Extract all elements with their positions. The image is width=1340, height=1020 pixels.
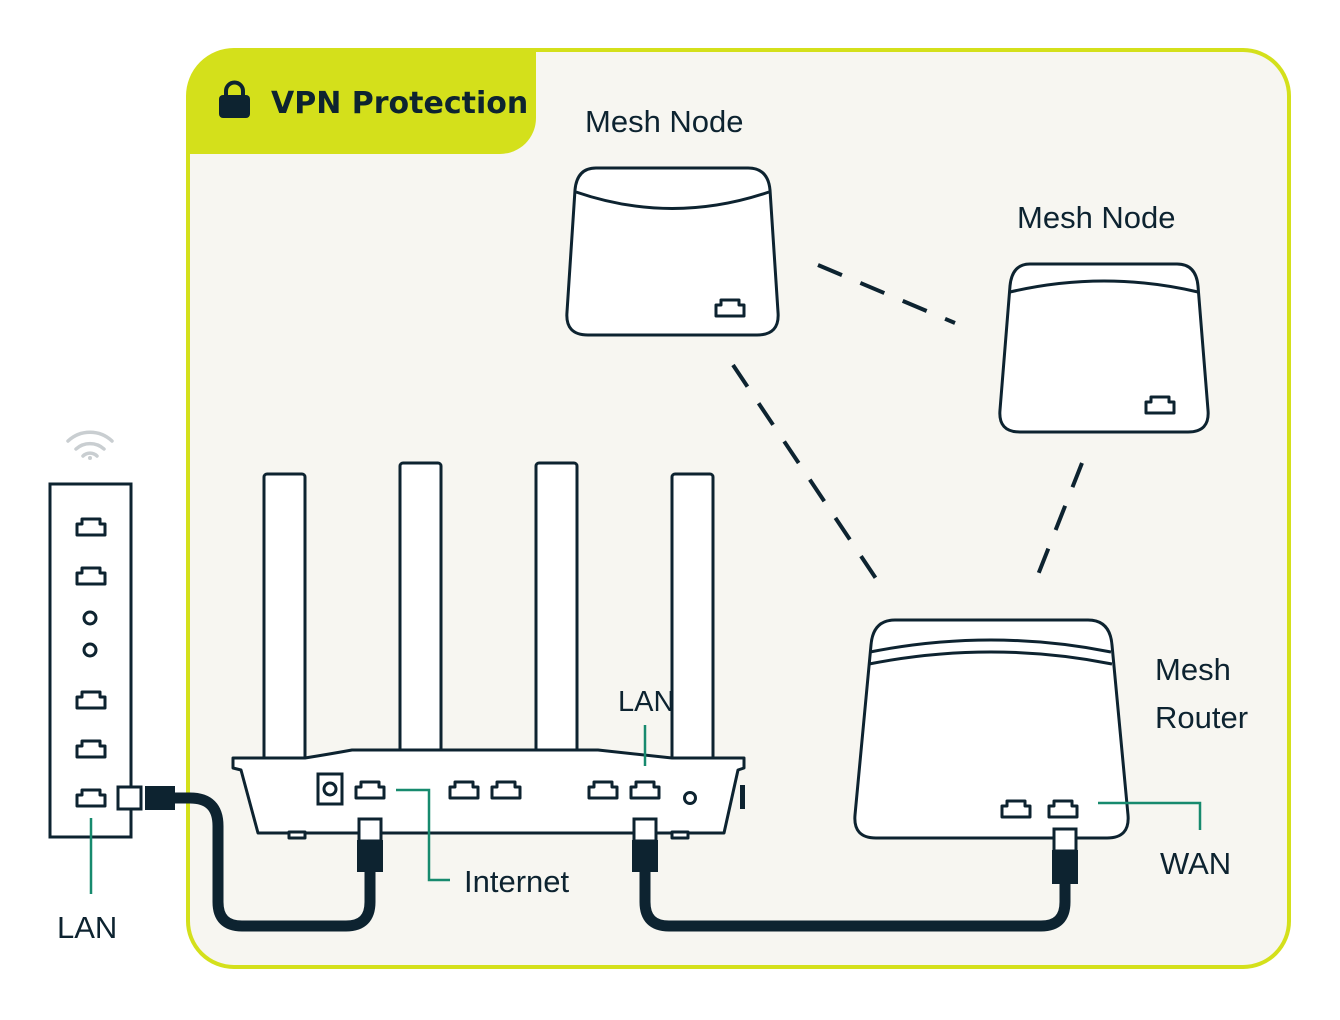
internet-port bbox=[354, 780, 386, 800]
ethernet-port bbox=[587, 780, 619, 800]
ethernet-port bbox=[490, 780, 522, 800]
mesh-router-label-line1: Mesh bbox=[1155, 652, 1231, 687]
ethernet-port bbox=[75, 517, 107, 537]
modem-lan-port bbox=[75, 788, 107, 808]
ethernet-port bbox=[1144, 395, 1176, 415]
cable-plug bbox=[357, 840, 383, 872]
cable-plug bbox=[1052, 850, 1078, 884]
mesh-router-lan-port bbox=[1000, 799, 1032, 819]
router-lan-port bbox=[629, 780, 661, 800]
cable-connector bbox=[357, 817, 383, 843]
router-lan-label: LAN bbox=[618, 686, 674, 718]
antenna bbox=[398, 461, 443, 777]
vpn-header-tab bbox=[188, 50, 536, 154]
wan-label: WAN bbox=[1160, 846, 1231, 881]
wifi-router bbox=[231, 461, 746, 840]
mesh-router-wan-port bbox=[1047, 799, 1079, 819]
modem bbox=[48, 482, 133, 839]
mesh-node-right bbox=[998, 262, 1210, 434]
lock-icon bbox=[219, 80, 250, 118]
vpn-title: VPN Protection bbox=[271, 86, 528, 121]
power-jack bbox=[316, 772, 344, 806]
mesh-router bbox=[853, 618, 1130, 840]
antenna bbox=[534, 461, 579, 777]
ethernet-port bbox=[75, 566, 107, 586]
cable-plug bbox=[145, 786, 175, 810]
mesh-node-top bbox=[565, 166, 780, 337]
ethernet-cable-modem-to-router bbox=[116, 785, 383, 932]
wan-leader-line bbox=[1098, 801, 1202, 830]
antenna bbox=[670, 472, 715, 788]
antenna bbox=[262, 472, 307, 788]
ethernet-port bbox=[448, 780, 480, 800]
mesh-router-label-line2: Router bbox=[1155, 700, 1248, 735]
cable-connector bbox=[116, 785, 143, 811]
mesh-node-top-label: Mesh Node bbox=[585, 104, 744, 139]
modem-lan-label: LAN bbox=[57, 910, 117, 945]
ethernet-port bbox=[75, 690, 107, 710]
mesh-links bbox=[731, 263, 1084, 591]
cable-plug bbox=[632, 840, 658, 872]
ethernet-port bbox=[714, 298, 746, 318]
status-light bbox=[82, 610, 98, 626]
status-light bbox=[82, 642, 98, 658]
cable-connector bbox=[1052, 827, 1078, 853]
mesh-node-right-label: Mesh Node bbox=[1017, 200, 1176, 235]
internet-leader-line bbox=[396, 788, 450, 882]
wifi-icon bbox=[66, 430, 114, 460]
ethernet-cable-router-to-mesh bbox=[632, 817, 1078, 932]
cable-connector bbox=[632, 817, 658, 843]
reset-button bbox=[683, 791, 697, 805]
internet-label: Internet bbox=[464, 864, 570, 899]
ethernet-port bbox=[75, 739, 107, 759]
